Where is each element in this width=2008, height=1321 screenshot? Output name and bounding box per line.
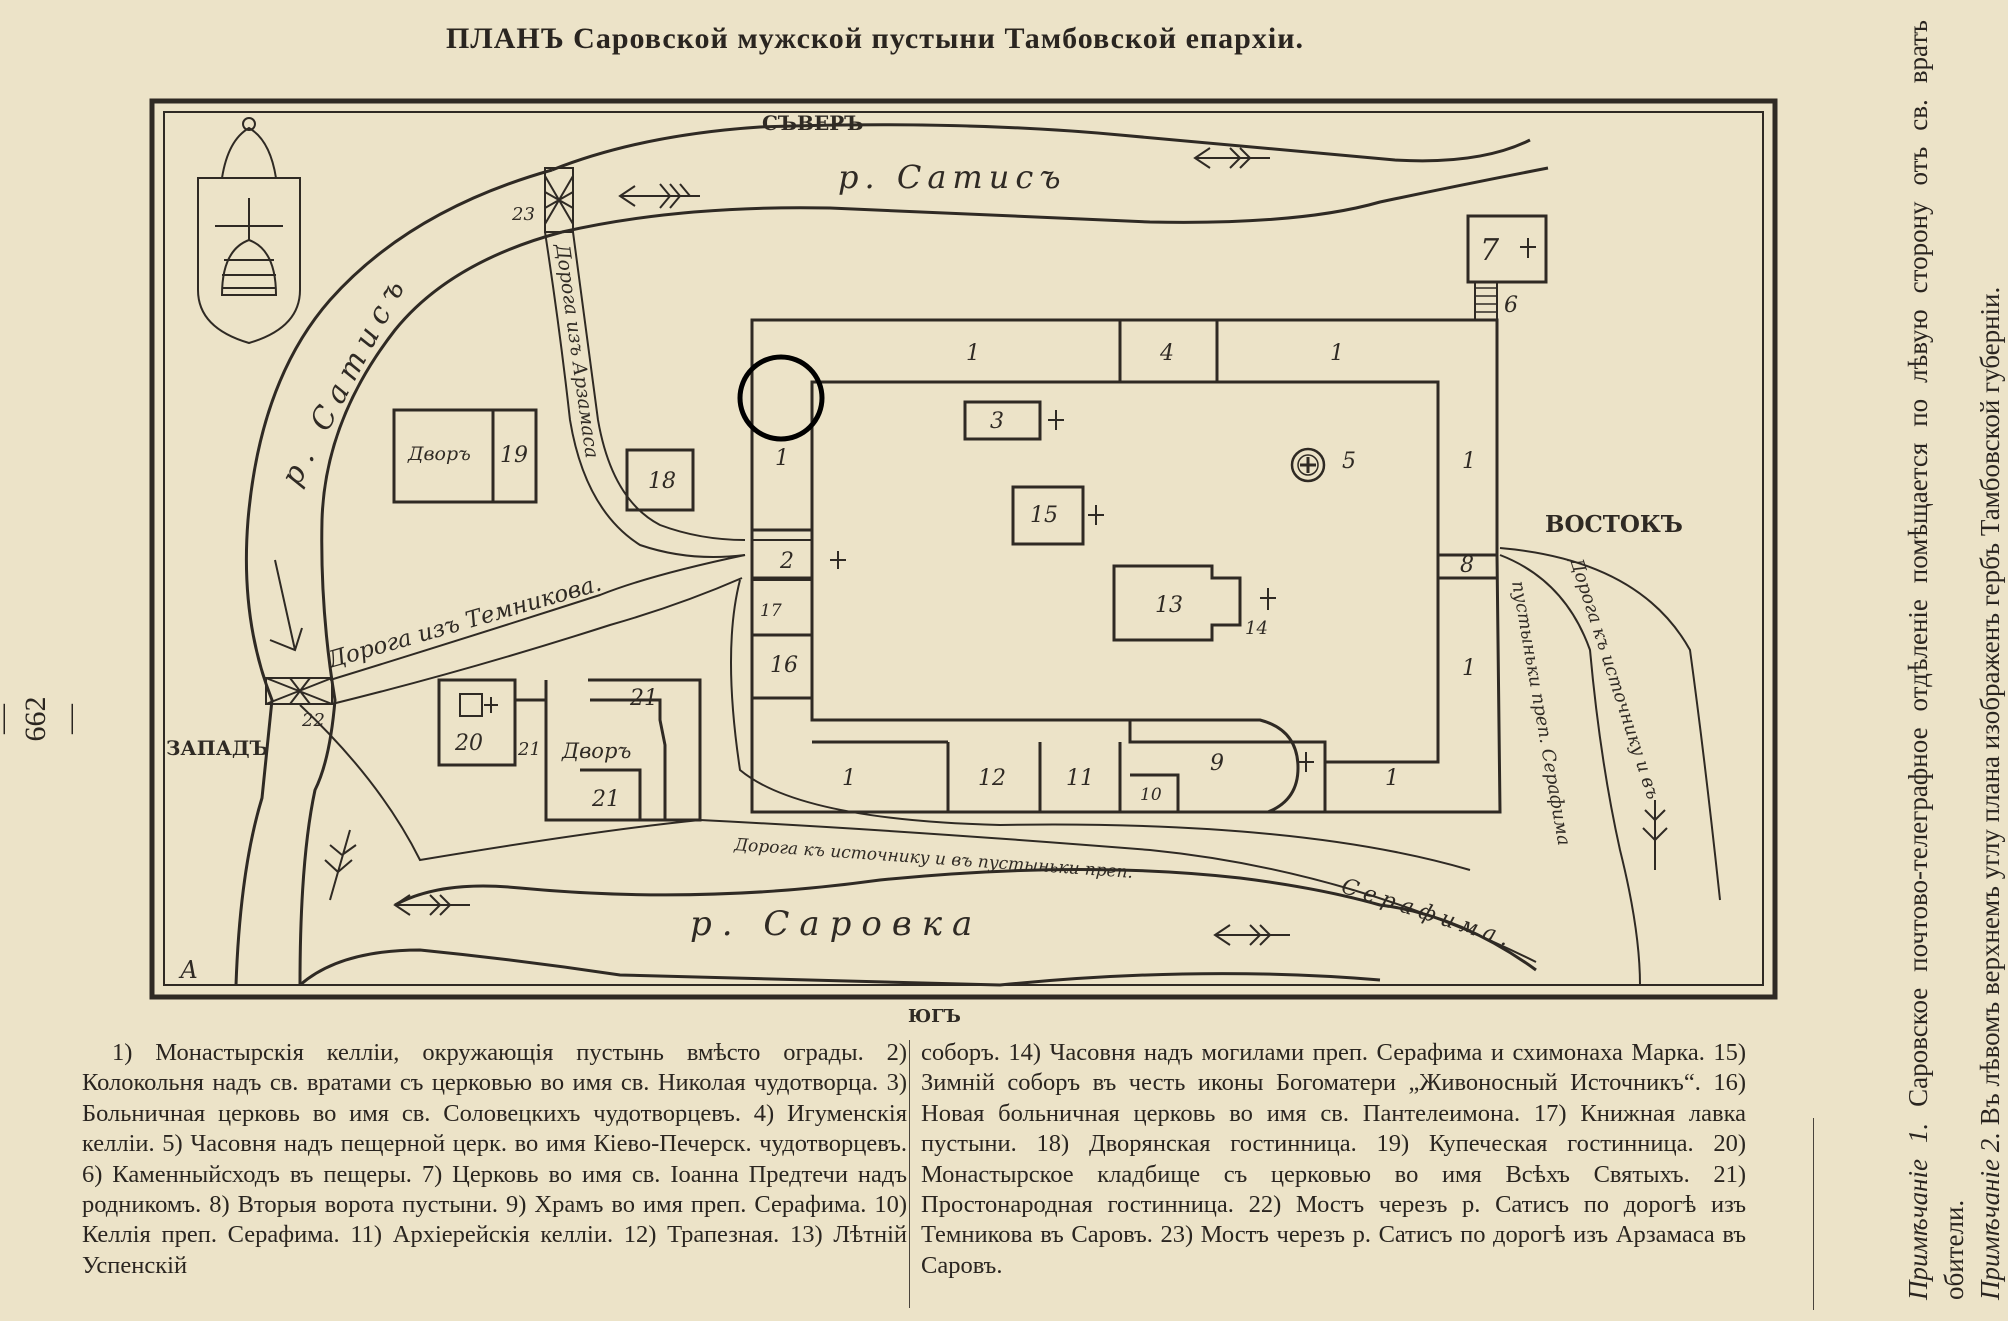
label-num-1: 1 bbox=[1462, 449, 1476, 474]
label-num-14: 14 bbox=[1245, 618, 1268, 639]
map-outer-frame bbox=[149, 98, 1778, 1000]
note-1-label: Примѣчанiе 1. bbox=[1903, 1122, 1933, 1300]
road-temnikov-line-2 bbox=[331, 577, 743, 705]
notes-rule bbox=[1813, 1118, 1814, 1310]
label-num-1: 1 bbox=[966, 341, 980, 366]
label-num-16: 16 bbox=[770, 653, 798, 678]
label-num-15: 15 bbox=[1030, 503, 1058, 528]
label-num-1: 1 bbox=[775, 446, 789, 471]
legend-left-column: 1) Монастырскiя келлiи, окружающiя пусты… bbox=[82, 1039, 907, 1279]
label-num-22: 22 bbox=[301, 710, 325, 731]
label-num-7: 7 bbox=[1480, 233, 1500, 268]
compass-west-label: ЗАПАДЪ bbox=[166, 736, 269, 760]
building-6-stair[interactable] bbox=[1474, 281, 1498, 321]
road-temnikov-label: Дорога изъ Темникова. bbox=[324, 571, 605, 674]
label-num-2: 2 bbox=[779, 549, 794, 574]
label-num-21: 21 bbox=[591, 787, 620, 812]
label-num-11: 11 bbox=[1066, 766, 1094, 791]
river-sarovka-bank-upper bbox=[394, 867, 1537, 972]
east-road-line-1 bbox=[1499, 554, 1641, 986]
label-num-13: 13 bbox=[1155, 593, 1183, 618]
building-3-hospital-church[interactable] bbox=[963, 400, 1042, 441]
road-spring-east-label: Дорога къ источнику и въ bbox=[1565, 554, 1663, 802]
cross-icons bbox=[484, 238, 1536, 772]
river-satis-top-bank-upper bbox=[551, 123, 1531, 172]
building-15-winter-cathedral[interactable] bbox=[1011, 485, 1085, 546]
label-num-9: 9 bbox=[1210, 751, 1224, 776]
yard-common-label: Дворъ bbox=[561, 739, 631, 763]
label-num-1: 1 bbox=[842, 766, 856, 791]
note-2-label: Примѣчанiе 2. bbox=[1975, 1132, 2005, 1300]
monastery-inner-wall bbox=[810, 380, 1440, 764]
river-satis-left-bank-outer bbox=[234, 168, 553, 986]
label-num-19: 19 bbox=[500, 443, 528, 468]
road-temnikov-line-1 bbox=[329, 554, 746, 681]
label-num-4: 4 bbox=[1159, 341, 1174, 366]
label-num-21: 21 bbox=[629, 686, 658, 711]
building-7-church-ioann[interactable] bbox=[1466, 214, 1548, 284]
river-satis-top-bank-lower bbox=[561, 166, 1549, 234]
label-num-6: 6 bbox=[1504, 293, 1518, 318]
river-satis-left-bank-inner bbox=[298, 230, 563, 986]
label-num-17: 17 bbox=[760, 601, 782, 621]
label-num-3: 3 bbox=[990, 409, 1004, 434]
label-num-20: 20 bbox=[454, 731, 483, 756]
label-num-1: 1 bbox=[1385, 766, 1399, 791]
note-1: Примѣчанiе 1. Саровское почтово-телеграф… bbox=[1900, 20, 1972, 1300]
east-road-line-2 bbox=[1499, 547, 1721, 901]
bridge-23-icon bbox=[544, 167, 574, 233]
side-notes: Примѣчанiе 1. Саровское почтово-телеграф… bbox=[1900, 20, 2008, 1300]
yard-merchant-label: Дворъ bbox=[407, 443, 471, 465]
tree-icons bbox=[324, 800, 1668, 901]
label-num-1: 1 bbox=[1330, 341, 1344, 366]
road-arzamas-line-2 bbox=[544, 231, 746, 559]
label-num-21: 21 bbox=[517, 739, 541, 760]
building-13-summer-cathedral[interactable] bbox=[1112, 564, 1242, 642]
note-1-text: Саровское почтово-телеграфное отдѣленiе … bbox=[1903, 19, 1969, 1300]
chapel-5-icon[interactable] bbox=[1290, 447, 1326, 483]
road-south-line-1 bbox=[299, 704, 1537, 963]
cell-dividers bbox=[752, 320, 1497, 812]
note-2-text: Въ лѣвомъ верхнемъ углу плана изображенъ… bbox=[1975, 286, 2005, 1126]
legend-right-column: соборъ. 14) Часовня надъ могилами преп. … bbox=[921, 1039, 1746, 1279]
label-num-1: 1 bbox=[1462, 656, 1476, 681]
map-title: ПЛАНЪ Саровской мужской пустыни Тамбовск… bbox=[446, 22, 1304, 55]
highlight-circle[interactable] bbox=[737, 354, 825, 442]
river-sarovka-bank-lower bbox=[299, 948, 1381, 987]
label-num-8: 8 bbox=[1460, 553, 1474, 578]
page-number: — 662 — bbox=[0, 696, 86, 742]
compass-north-label: СЪВЕРЪ bbox=[762, 111, 863, 135]
monastery-outer-wall[interactable] bbox=[750, 318, 1502, 814]
legend-column-divider bbox=[909, 1040, 910, 1308]
label-num-10: 10 bbox=[1140, 785, 1162, 805]
building-19-merchant-inn[interactable] bbox=[392, 408, 538, 504]
compass-east-label: ВОСТОКЪ bbox=[1545, 511, 1683, 538]
river-sarovka-label: р. Саровка bbox=[690, 904, 982, 944]
building-20-cemetery[interactable] bbox=[437, 678, 517, 767]
road-south-end-label: Серафима. bbox=[1338, 874, 1518, 954]
label-num-12: 12 bbox=[978, 766, 1006, 791]
bridge-22-icon bbox=[265, 677, 333, 705]
road-arzamas-line-1 bbox=[572, 231, 746, 541]
note-2: Примѣчанiе 2. Въ лѣвомъ верхнемъ углу пл… bbox=[1972, 20, 2008, 1300]
label-num-5: 5 bbox=[1342, 449, 1356, 474]
artist-signature: А bbox=[178, 956, 198, 984]
river-satis-top-label: р. Сатисъ bbox=[838, 158, 1067, 196]
road-hermitage-east-label: пустыньки преп. Серафима bbox=[1507, 579, 1574, 847]
building-9-serafim-church[interactable] bbox=[1130, 718, 1300, 814]
river-flow-arrows bbox=[269, 147, 1290, 946]
label-num-18: 18 bbox=[648, 469, 676, 494]
label-num-23: 23 bbox=[511, 204, 535, 225]
building-21-common-inn[interactable] bbox=[515, 678, 702, 822]
road-south-line-2 bbox=[730, 579, 1471, 871]
coat-of-arms-icon bbox=[197, 117, 301, 345]
compass-south-label: ЮГЪ bbox=[908, 1006, 961, 1027]
building-18-noble-inn[interactable] bbox=[625, 448, 695, 512]
road-arzamas-label: Дорога изъ Арзамаса bbox=[551, 242, 603, 460]
building-2-bell-tower-gate[interactable] bbox=[751, 539, 813, 581]
